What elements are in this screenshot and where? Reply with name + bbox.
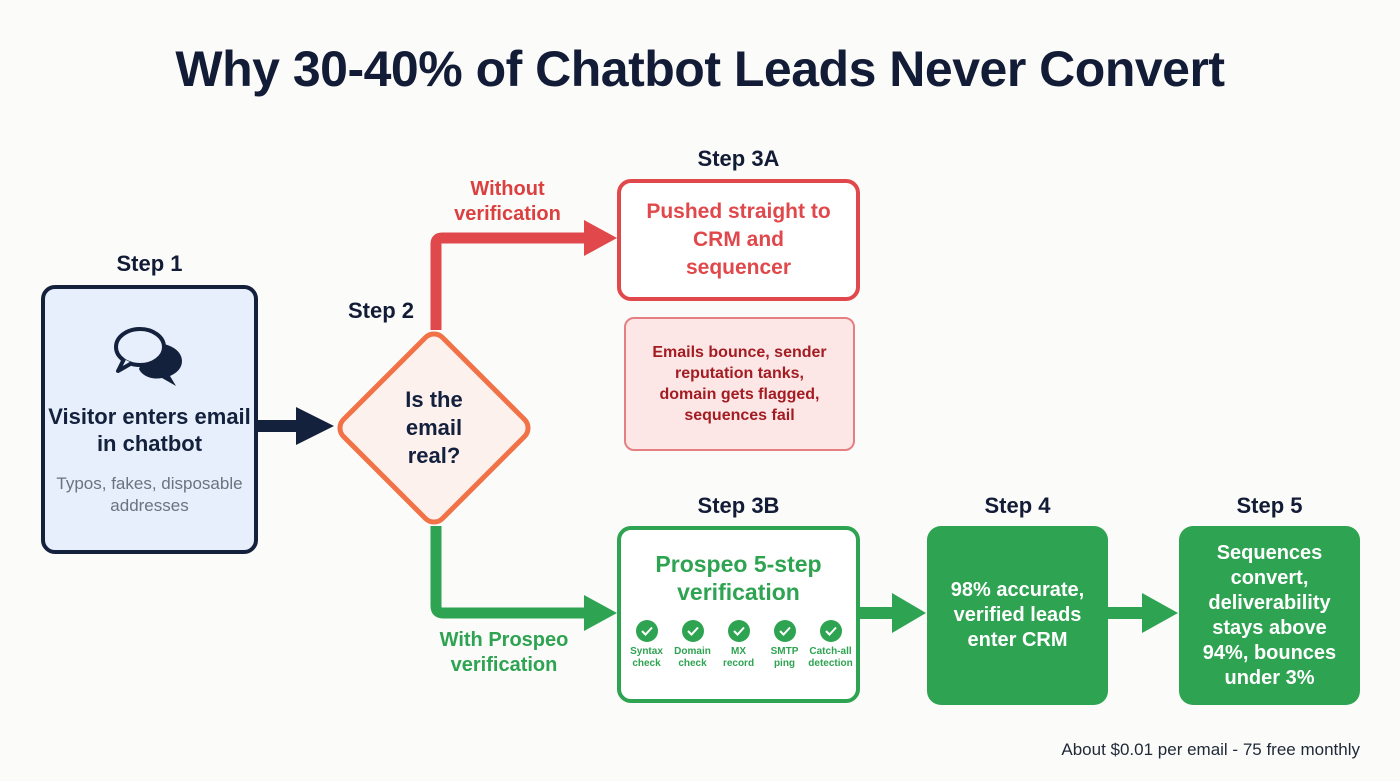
- step3b-box: Prospeo 5-step verification Syntax check…: [617, 526, 860, 703]
- without-verification-label: Without verification: [454, 178, 561, 225]
- step3a-box: Pushed straight to CRM and sequencer: [617, 179, 860, 301]
- check-item: SMTP ping: [764, 620, 806, 670]
- page-title: Why 30-40% of Chatbot Leads Never Conver…: [175, 41, 1225, 97]
- step1-text: Visitor enters email in chatbot: [48, 403, 251, 456]
- step3a-label: Step 3A: [697, 146, 780, 171]
- step3b-label: Step 3B: [697, 493, 780, 518]
- arrow-with-verification: [430, 526, 617, 631]
- arrow-step3b-to-step4: [860, 593, 926, 633]
- step1-subtext: Typos, fakes, disposable addresses: [56, 473, 243, 515]
- step5-text: Sequences convert, deliverability stays …: [1202, 541, 1337, 689]
- step3a-text: Pushed straight to CRM and sequencer: [646, 200, 831, 279]
- checkmark-icon: [635, 620, 658, 642]
- with-verification-label: With Prospeo verification: [439, 629, 569, 676]
- check-item: Catch-all detection: [808, 620, 853, 670]
- arrow-step4-to-step5: [1108, 593, 1178, 633]
- verification-checks: Syntax check Domain check MX record SMTP…: [626, 620, 853, 670]
- check-item: Syntax check: [626, 620, 668, 670]
- check-item: Domain check: [672, 620, 714, 670]
- decision-diamond: [337, 331, 531, 525]
- step3b-text: Prospeo 5-step verification: [655, 551, 822, 605]
- step3a-consequence: Emails bounce, sender reputation tanks, …: [652, 344, 827, 424]
- step2-question: Is the email real?: [405, 387, 463, 468]
- step5-label: Step 5: [1236, 493, 1303, 518]
- step2-label: Step 2: [347, 298, 415, 323]
- checkmark-icon: [819, 620, 842, 642]
- checkmark-icon: [681, 620, 704, 642]
- step3a-consequence-box: Emails bounce, sender reputation tanks, …: [624, 317, 855, 451]
- checkmark-icon: [773, 620, 796, 642]
- step5-box: Sequences convert, deliverability stays …: [1179, 526, 1360, 705]
- step1-box: Visitor enters email in chatbot Typos, f…: [41, 285, 258, 554]
- arrow-without-verification: [430, 220, 617, 330]
- step4-box: 98% accurate, verified leads enter CRM: [927, 526, 1108, 705]
- chat-bubbles-icon: [113, 326, 182, 386]
- arrow-step1-to-step2: [258, 407, 334, 445]
- pricing-footnote: About $0.01 per email - 75 free monthly: [1061, 740, 1360, 759]
- step4-text: 98% accurate, verified leads enter CRM: [950, 579, 1085, 651]
- step4-label: Step 4: [984, 493, 1051, 518]
- checkmark-icon: [727, 620, 750, 642]
- step1-label: Step 1: [116, 251, 183, 276]
- check-item: MX record: [718, 620, 760, 670]
